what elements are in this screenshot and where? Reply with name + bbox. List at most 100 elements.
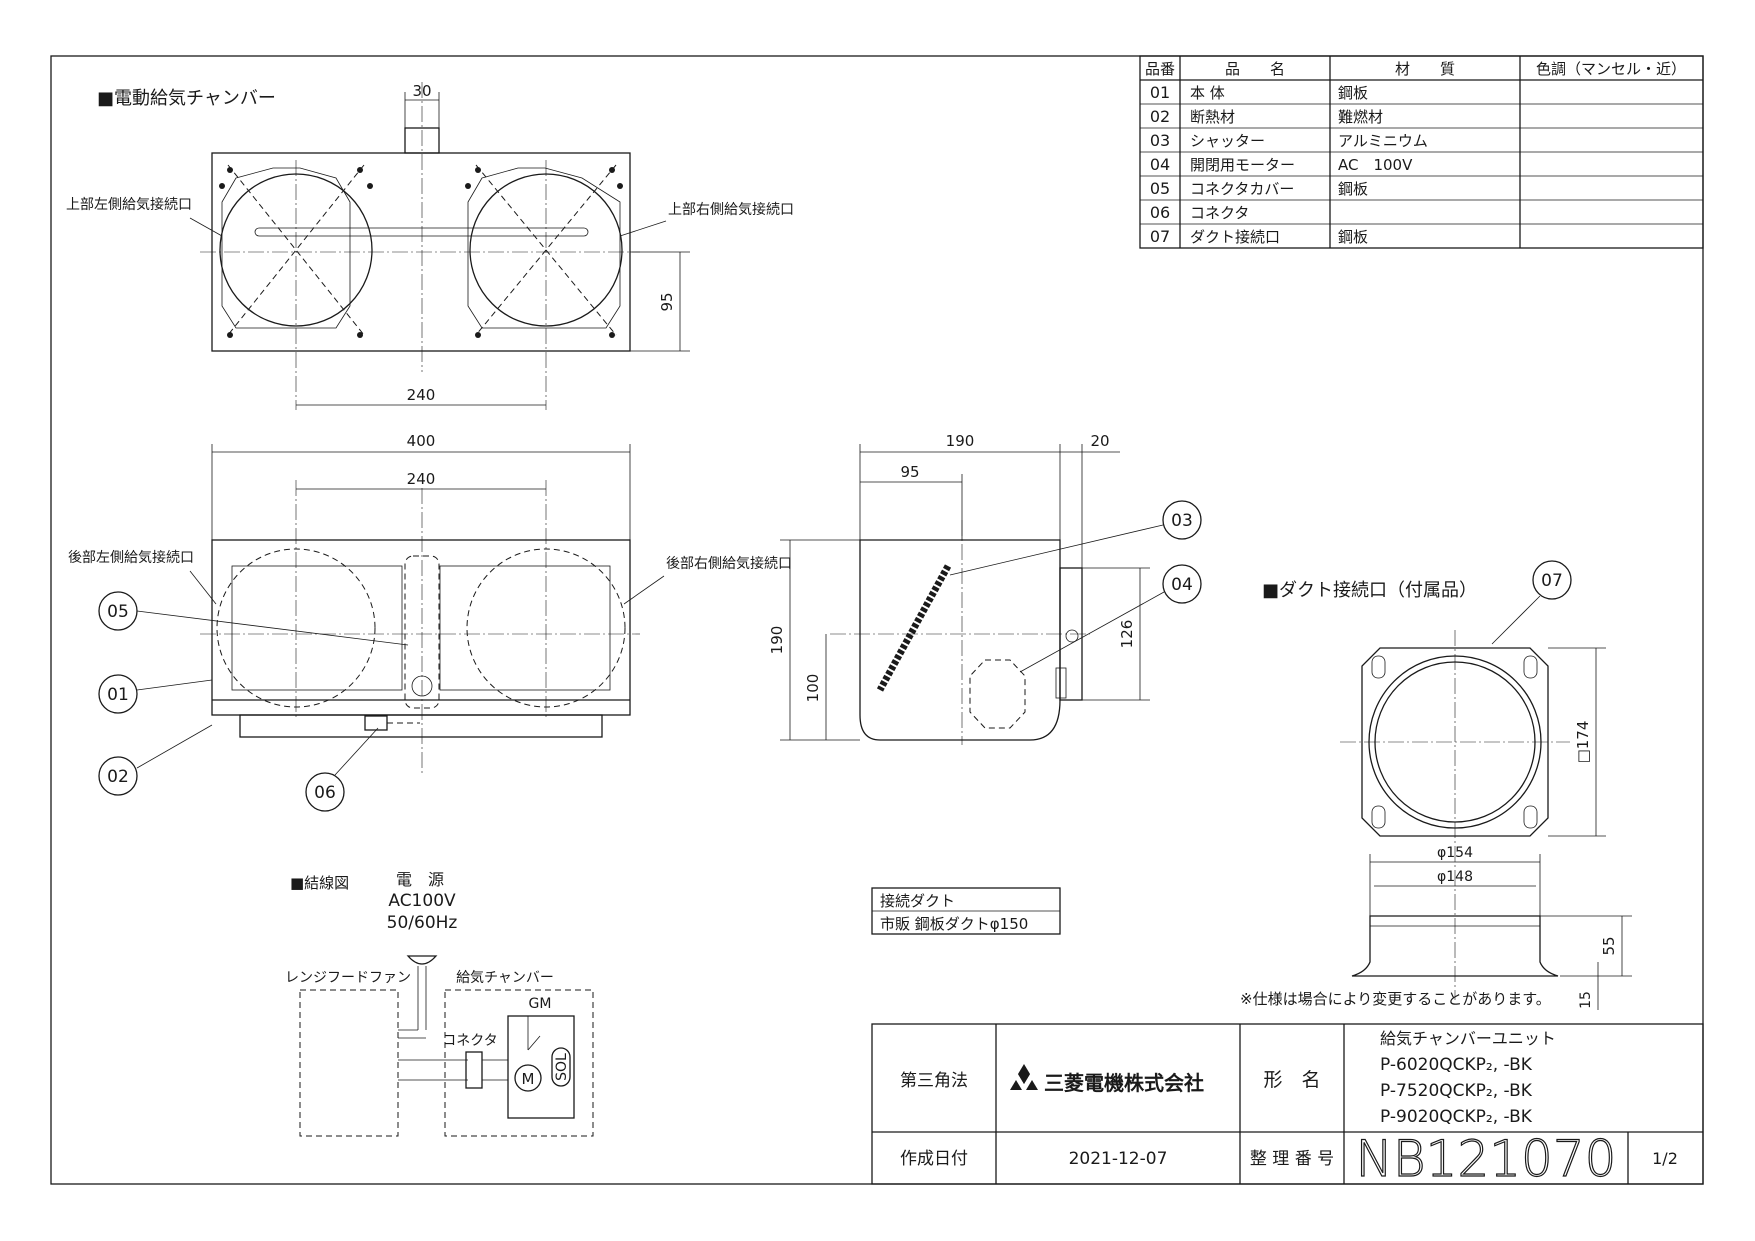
- wiring-connector: コネクタ: [442, 1033, 497, 1049]
- top-bolts: [219, 167, 623, 338]
- cell-material: 鋼板: [1338, 180, 1368, 198]
- dim-front-240: 240: [407, 470, 436, 488]
- date-label: 作成日付: [900, 1149, 968, 1169]
- spec-note: ※仕様は場合により変更することがあります。: [1240, 990, 1551, 1008]
- cell-material: AC 100V: [1338, 156, 1413, 174]
- product-name: 給気チャンバーユニット: [1380, 1029, 1556, 1048]
- solenoid-icon: [551, 1047, 571, 1087]
- callout-01: 01: [107, 685, 129, 705]
- parts-table: 品番 品 名 材 質 色調（マンセル・近） 01 本 体 鋼板 02 断熱材 難…: [1139, 55, 1704, 249]
- connection-duct-box: 接続ダクト 市販 鋼板ダクトφ150: [871, 887, 1061, 935]
- dim-side-95: 95: [900, 463, 919, 481]
- dim-duct-phi154: φ154: [1437, 845, 1473, 861]
- projection: 第三角法: [900, 1071, 968, 1091]
- cell-name: ダクト接続口: [1190, 228, 1280, 246]
- callouts: 05 01 02 06 03 04 07: [98, 500, 1572, 812]
- dim-duct-55: 55: [1600, 936, 1618, 955]
- dim-duct-15: 15: [1578, 991, 1594, 1009]
- dim-side-190w: 190: [946, 432, 975, 450]
- table-row: 03: [1150, 131, 1170, 150]
- mitsubishi-logo-icon: [1010, 1064, 1038, 1090]
- label-rear-left: 後部左側給気接続口: [68, 549, 194, 566]
- dim-side-100: 100: [804, 674, 822, 703]
- label-rear-right: 後部右側給気接続口: [666, 555, 792, 572]
- table-row: 06: [1150, 203, 1170, 222]
- top-view-title: ■電動給気チャンバー: [97, 88, 276, 109]
- wiring-sol: SOL: [554, 1053, 570, 1081]
- top-slot: [254, 227, 589, 237]
- motor-icon: [514, 1064, 542, 1092]
- wiring-rangehood: レンジフードファン: [285, 970, 411, 986]
- cell-name: シャッター: [1190, 132, 1265, 150]
- wiring-diagram: ■結線図 電 源 AC100V 50/60Hz レンジフードファン 給気チャンバ…: [285, 870, 594, 1137]
- plug-icon: [406, 955, 438, 965]
- connection-duct-value: 市販 鋼板ダクトφ150: [880, 915, 1028, 933]
- side-body: [859, 539, 1061, 741]
- table-row: 05: [1150, 179, 1170, 198]
- cell-name: 開閉用モーター: [1190, 156, 1295, 174]
- callout-07: 07: [1541, 571, 1563, 591]
- wiring-power: 電 源: [396, 870, 444, 889]
- cell-name: コネクタカバー: [1190, 180, 1294, 198]
- model-1: P-6020QCKP₂, -BK: [1380, 1055, 1533, 1075]
- number-label: 整 理 番 号: [1250, 1149, 1334, 1169]
- rangehood-box: [299, 989, 399, 1137]
- sheet-border: [50, 55, 1704, 1185]
- wiring-voltage: AC100V: [388, 891, 456, 911]
- duct-profile: [1351, 915, 1559, 977]
- company-name: 三菱電機株式会社: [1044, 1071, 1204, 1095]
- side-shutter: [876, 564, 952, 692]
- wiring-gm: GM: [529, 996, 552, 1012]
- cell-name: コネクタ: [1190, 204, 1249, 222]
- dim-duct-phi148: φ148: [1437, 869, 1473, 885]
- dim-side-190h: 190: [768, 626, 786, 655]
- th-no: 品番: [1145, 60, 1175, 78]
- duct-title: ■ダクト接続口（付属品）: [1262, 580, 1477, 601]
- side-view: 190 95 20 190 100 126: [768, 432, 1150, 745]
- model-label: 形 名: [1263, 1069, 1320, 1091]
- top-left-panel: [221, 167, 351, 329]
- cell-material: 難燃材: [1338, 108, 1383, 126]
- wiring-frequency: 50/60Hz: [387, 913, 458, 933]
- connector-symbol: [465, 1051, 483, 1089]
- dim-front-400: 400: [407, 432, 436, 450]
- table-row: 07: [1150, 227, 1170, 246]
- duct-view: ■ダクト接続口（付属品） □174 φ154 φ148 55 15: [1262, 580, 1632, 1010]
- th-material: 材 質: [1395, 60, 1455, 78]
- wiring-title: ■結線図: [290, 874, 349, 892]
- connection-duct-label: 接続ダクト: [880, 892, 955, 910]
- duct-flange: [1361, 647, 1549, 837]
- callout-03: 03: [1171, 511, 1193, 531]
- label-upper-left: 上部左側給気接続口: [66, 196, 192, 213]
- dim-duct-sq174: □174: [1574, 721, 1592, 764]
- label-upper-right: 上部右側給気接続口: [668, 201, 794, 218]
- callout-05: 05: [107, 602, 129, 622]
- dim-side-20: 20: [1090, 432, 1109, 450]
- dim-top-30: 30: [412, 82, 431, 100]
- callout-06: 06: [314, 783, 336, 803]
- drawing-number: NB121070: [1355, 1130, 1616, 1188]
- model-2: P-7520QCKP₂, -BK: [1380, 1081, 1533, 1101]
- dim-side-126: 126: [1118, 620, 1136, 649]
- title-block: 第三角法 三菱電機株式会社 形 名 給気チャンバーユニット P-6020QCKP…: [871, 1023, 1704, 1189]
- cell-material: 鋼板: [1338, 228, 1368, 246]
- chamber-box: [444, 989, 594, 1137]
- wiring-motor: M: [522, 1070, 535, 1088]
- gm-box: [507, 1015, 575, 1119]
- dim-top-95: 95: [658, 292, 676, 311]
- front-base: [239, 714, 603, 738]
- cell-material: 鋼板: [1338, 84, 1368, 102]
- date-value: 2021-12-07: [1069, 1149, 1168, 1169]
- th-color: 色調（マンセル・近）: [1536, 60, 1686, 78]
- cell-name: 断熱材: [1190, 108, 1235, 126]
- callout-04: 04: [1171, 575, 1193, 595]
- th-name: 品 名: [1225, 60, 1285, 78]
- top-right-panel: [467, 167, 621, 329]
- front-view: 400 240 後部左側給気接続口 後部右側給気接続口: [68, 432, 792, 775]
- wiring-chamber: 給気チャンバー: [456, 970, 554, 986]
- table-row: 04: [1150, 155, 1170, 174]
- top-view: ■電動給気チャンバー: [66, 82, 794, 410]
- dim-top-240: 240: [407, 386, 436, 404]
- model-3: P-9020QCKP₂, -BK: [1380, 1107, 1533, 1127]
